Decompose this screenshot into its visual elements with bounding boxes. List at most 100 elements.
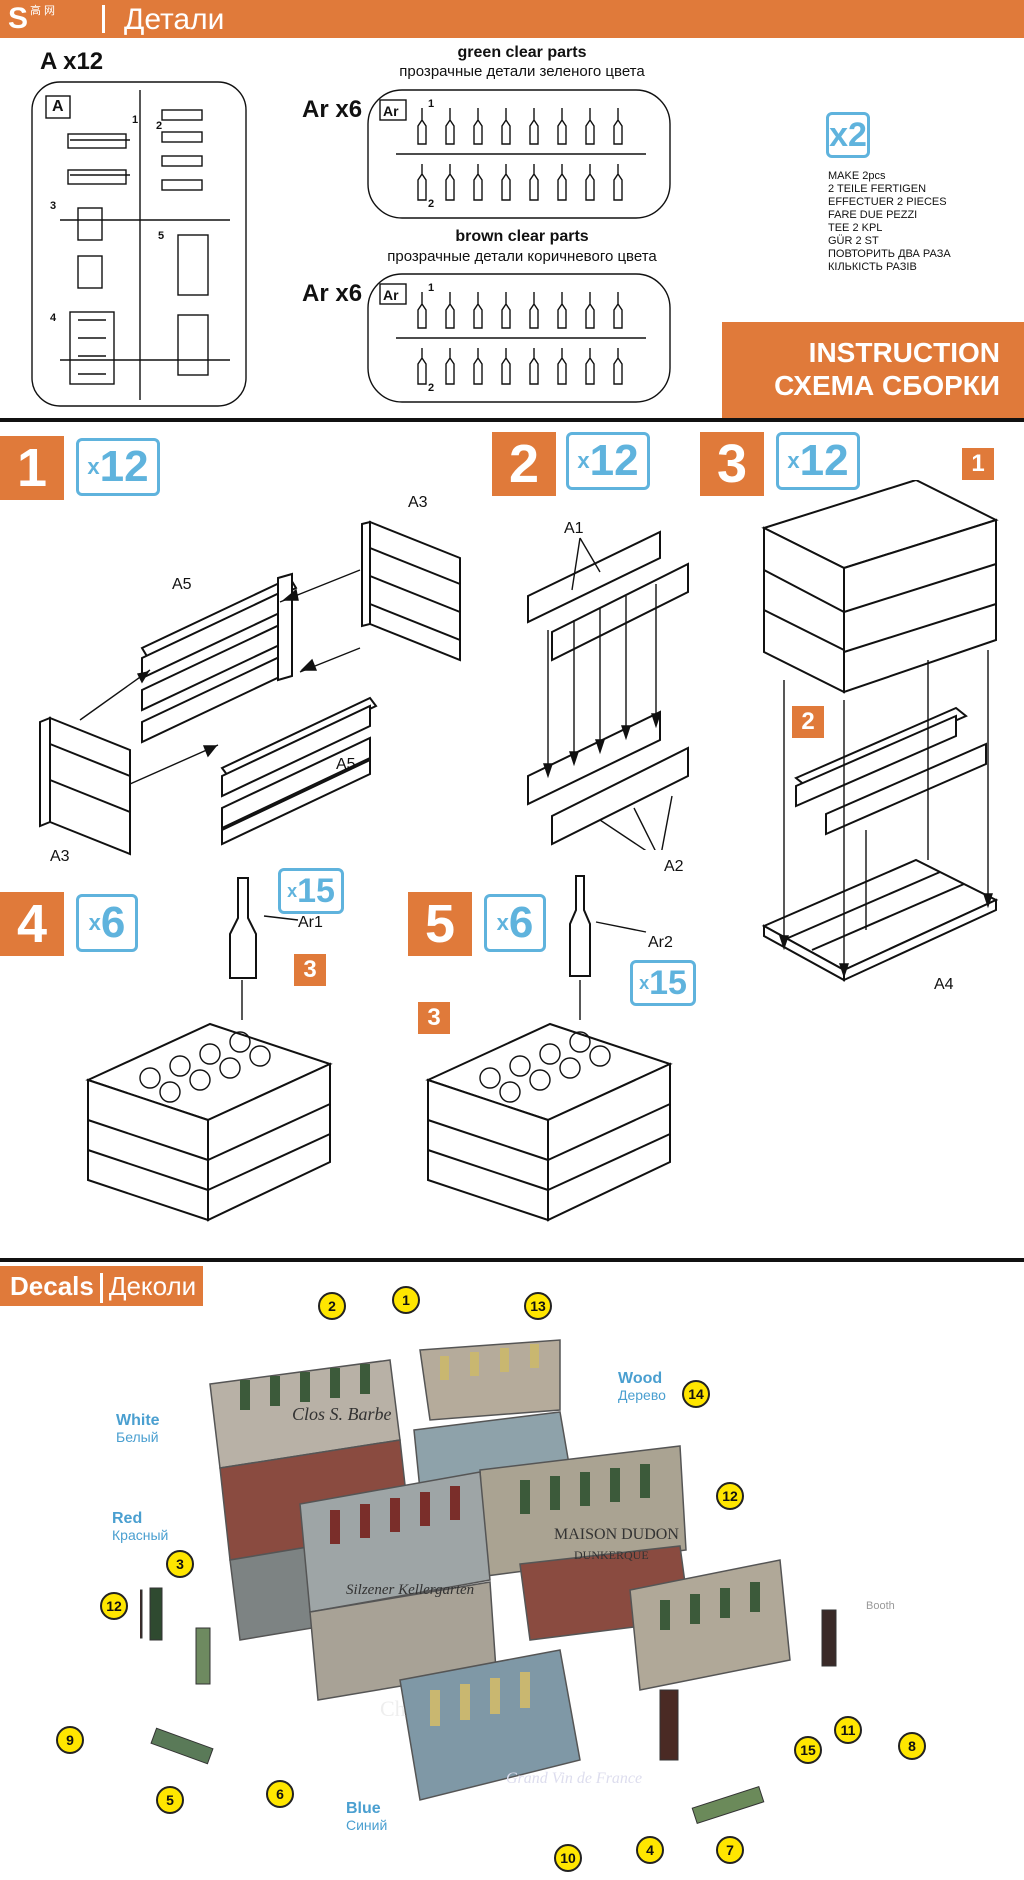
- decal-callout: 1: [392, 1286, 420, 1314]
- crate-text-clos: Clos S. Barbe: [292, 1404, 392, 1424]
- decal-callout: 8: [898, 1732, 926, 1760]
- sprue-a-label: A x12: [40, 48, 104, 75]
- step-5-label-ar2: Ar2: [648, 934, 673, 951]
- instruction-banner: INSTRUCTION СХЕМА СБОРКИ: [722, 322, 1024, 418]
- decal-callout: 7: [716, 1836, 744, 1864]
- brand-text: S: [8, 2, 30, 35]
- step-3-number: 3: [700, 432, 764, 496]
- sprue-a-num-4: 4: [50, 312, 57, 324]
- make-line: КІЛЬКІСТЬ РАЗІВ: [828, 261, 917, 273]
- decal-callout: 12: [100, 1592, 128, 1620]
- decal-callout: 3: [166, 1550, 194, 1578]
- crates-illustration: [140, 1339, 837, 1825]
- step-5-drawing: [425, 875, 673, 1222]
- step-4-bottle-count-value: 15: [297, 872, 335, 910]
- step-2-number: 2: [492, 432, 556, 496]
- step-5-bottle-count: x15: [630, 960, 696, 1006]
- header-title: Детали: [124, 3, 225, 36]
- color-wood-ru: Дерево: [618, 1387, 666, 1403]
- step-2-label-a1: A1: [564, 520, 584, 537]
- color-blue-en: Blue: [346, 1800, 381, 1817]
- step-3-multiplier: x12: [776, 432, 860, 490]
- decal-callout: 2: [318, 1292, 346, 1320]
- green-sprue-drawing: [367, 89, 671, 219]
- decals-title: Decals: [10, 1271, 94, 1301]
- brown-sprue-marker: Ar: [383, 287, 399, 303]
- sprue-a-num-1: 1: [132, 114, 139, 126]
- decal-callout: 10: [554, 1844, 582, 1872]
- make-line: 2 TEILE FERTIGEN: [828, 183, 927, 195]
- step-2-multiplier: x12: [566, 432, 650, 490]
- step-1-label-a3-bottom: A3: [50, 848, 70, 865]
- color-red-en: Red: [112, 1510, 143, 1527]
- step-1-mult-value: 12: [99, 442, 149, 491]
- step-4-label-ar1: Ar1: [298, 914, 323, 931]
- step-1-label-a3-top: A3: [408, 494, 428, 511]
- decals-title-ru: Деколи: [108, 1271, 197, 1301]
- step-5-tag-3: 3: [418, 1002, 450, 1034]
- decal-callout: 11: [834, 1716, 862, 1744]
- color-wood-en: Wood: [618, 1370, 663, 1387]
- crate-text-ch: Ch: [380, 1696, 406, 1721]
- step-1-drawing: [39, 520, 461, 856]
- green-parts-subheading: прозрачные детали зеленого цвета: [399, 63, 645, 80]
- sprue-a-marker: A: [52, 98, 64, 115]
- green-parts-heading: green clear parts: [457, 44, 587, 61]
- sprue-a-num-2: 2: [156, 120, 163, 132]
- brown-sprue-label: Ar x6: [302, 280, 363, 307]
- step-3-mult-value: 12: [799, 436, 849, 485]
- step-5-mult-value: 6: [508, 898, 534, 947]
- color-red-ru: Красный: [112, 1527, 169, 1543]
- step-3-drawing: [761, 480, 999, 982]
- step-4-number: 4: [0, 892, 64, 956]
- step-2-drawing: [527, 530, 689, 850]
- brown-parts-subheading: прозрачные детали коричневого цвета: [387, 248, 657, 265]
- decal-callout: 6: [266, 1780, 294, 1808]
- step-3-tag-1: 1: [962, 448, 994, 480]
- decal-callout: 15: [794, 1736, 822, 1764]
- make-badge: x2: [826, 112, 870, 158]
- step-5-bottle-count-value: 15: [649, 964, 687, 1002]
- step-5-number: 5: [408, 892, 472, 956]
- decals-header: Decals Деколи: [0, 1266, 203, 1306]
- crate-text-dunkerque: DUNKERQUE: [574, 1548, 649, 1562]
- green-sprue-marker: Ar: [383, 103, 399, 119]
- color-white-en: White: [116, 1412, 160, 1429]
- step-5-multiplier: x6: [484, 894, 546, 952]
- make-line: GÜR 2 ST: [828, 235, 879, 247]
- page-header: S 高 网 Детали: [0, 0, 1024, 38]
- step-1-label-a5-bottom: A5: [336, 756, 356, 773]
- step-2-mult-value: 12: [589, 436, 639, 485]
- step-1-number: 1: [0, 436, 64, 500]
- brown-sprue-num-2: 2: [428, 382, 435, 394]
- crate-text-grand-vin: Grand Vin de France: [506, 1770, 643, 1787]
- step-3-label-a4: A4: [934, 976, 954, 993]
- color-blue-ru: Синий: [346, 1817, 388, 1833]
- section-divider: [0, 1258, 1024, 1262]
- make-line: TEE 2 KPL: [828, 222, 883, 234]
- make-line: ПОВТОРИТЬ ДВА РАЗА: [828, 248, 951, 260]
- decals-separator: [99, 1273, 103, 1304]
- decal-callout: 4: [636, 1836, 664, 1864]
- green-sprue-num-1: 1: [428, 98, 435, 110]
- step-4-mult-value: 6: [100, 898, 126, 947]
- decal-callout: 5: [156, 1786, 184, 1814]
- make-line: EFFECTUER 2 PIECES: [828, 196, 947, 208]
- make-line: FARE DUE PEZZI: [828, 209, 918, 221]
- step-3-tag-2: 2: [792, 706, 824, 738]
- step-4-multiplier: x6: [76, 894, 138, 952]
- step-2-label-a2: A2: [664, 858, 684, 875]
- section-divider: [0, 418, 1024, 422]
- instruction-title-ru: СХЕМА СБОРКИ: [774, 370, 1000, 401]
- make-instructions: MAKE 2pcs 2 TEILE FERTIGEN EFFECTUER 2 P…: [828, 170, 1018, 274]
- brown-parts-heading: brown clear parts: [455, 228, 589, 245]
- decal-callout: 12: [716, 1482, 744, 1510]
- step-1-label-a5-top: A5: [172, 576, 192, 593]
- sprue-a-drawing: [31, 81, 247, 407]
- crate-text-silzener: Silzener Kellergarten: [346, 1582, 475, 1598]
- watermark-text: 高 网: [30, 5, 56, 17]
- instruction-title: INSTRUCTION: [808, 337, 1000, 368]
